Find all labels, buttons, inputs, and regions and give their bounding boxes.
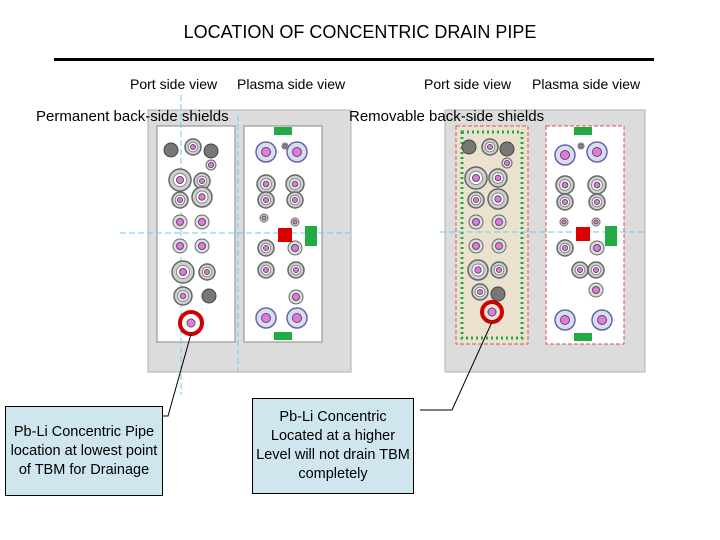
right-side-shield (605, 226, 617, 246)
plasma-port-core (597, 315, 607, 325)
small-port-core (593, 244, 601, 252)
left-port-panel (156, 125, 236, 343)
concentric-port-core (494, 174, 502, 182)
concentric-port-core (189, 143, 197, 151)
left-assembly (120, 95, 352, 395)
concentric-port-core (179, 292, 187, 300)
concentric-port-core (592, 266, 600, 274)
plasma-port-core (261, 147, 271, 157)
concentric-port-core (262, 266, 270, 274)
concentric-port-core (176, 196, 184, 204)
small-port-core (283, 144, 287, 148)
concentric-port-core (262, 196, 270, 204)
blind-port (461, 139, 477, 155)
callout-left-text: Pb-Li Concentric Pipe location at lowest… (10, 423, 158, 478)
callout-left: Pb-Li Concentric Pipe location at lowest… (5, 406, 163, 496)
header-right-plasma-side: Plasma side view (532, 76, 641, 92)
concentric-port-core (593, 181, 601, 189)
concentric-port-core (198, 177, 206, 185)
callout-right-text: Pb-Li Concentric Located at a higher Lev… (256, 409, 410, 482)
blind-port (490, 286, 506, 302)
small-port-core (261, 215, 267, 221)
title-underline (54, 58, 654, 61)
concentric-port-core (561, 181, 569, 189)
left-plasma-features (255, 141, 308, 329)
right-center-block (576, 227, 590, 241)
concentric-port-core (262, 180, 270, 188)
header-left-plasma-side: Plasma side view (237, 76, 346, 92)
concentric-port-core (576, 266, 584, 274)
small-port-core (292, 293, 300, 301)
callout-right: Pb-Li Concentric Located at a higher Lev… (252, 398, 414, 494)
left-center-block (278, 228, 292, 242)
small-port-core (176, 242, 184, 250)
concentric-port-core (203, 268, 211, 276)
small-port-core (495, 242, 503, 250)
right-plasma-features (554, 141, 613, 331)
concentric-port-core (494, 195, 502, 203)
concentric-port-core (593, 198, 601, 206)
small-port-core (292, 219, 298, 225)
concentric-port-core (471, 173, 481, 183)
blind-port (499, 141, 515, 157)
left-top-shield (274, 127, 292, 135)
concentric-port-core (262, 244, 270, 252)
plasma-port-core (592, 147, 602, 157)
small-port-core (561, 219, 567, 225)
small-port-core (592, 286, 600, 294)
plasma-port-core (292, 147, 302, 157)
label-permanent-shields: Permanent back-side shields (36, 108, 229, 125)
small-port-core (593, 219, 599, 225)
plasma-port-core (292, 313, 302, 323)
left-drain-pipe (186, 318, 196, 328)
concentric-port-core (561, 198, 569, 206)
small-port-core (198, 242, 206, 250)
right-bottom-shield (574, 333, 592, 341)
small-port-core (472, 218, 480, 226)
label-removable-shields: Removable back-side shields (349, 108, 545, 125)
small-port-core (176, 218, 184, 226)
small-port-core (472, 242, 480, 250)
small-port-core (504, 160, 510, 166)
right-assembly (440, 109, 646, 373)
right-leader-line (420, 321, 493, 411)
blind-port (203, 143, 219, 159)
concentric-port-core (474, 266, 482, 274)
concentric-port-core (486, 143, 494, 151)
right-port-features (461, 138, 515, 302)
left-bottom-shield (274, 332, 292, 340)
concentric-port-core (472, 196, 480, 204)
concentric-port-core (495, 266, 503, 274)
small-port-core (579, 144, 583, 148)
small-port-core (495, 218, 503, 226)
small-port-core (291, 244, 299, 252)
concentric-port-core (292, 266, 300, 274)
concentric-port-core (476, 288, 484, 296)
concentric-port-core (291, 196, 299, 204)
blind-port (201, 288, 217, 304)
concentric-port-core (178, 267, 188, 277)
concentric-port-core (291, 180, 299, 188)
page-title: LOCATION OF CONCENTRIC DRAIN PIPE (183, 22, 537, 42)
right-removable-shield (460, 130, 524, 340)
small-port-core (208, 162, 214, 168)
plasma-port-core (261, 313, 271, 323)
plasma-port-core (560, 150, 570, 160)
header-left-port-side: Port side view (130, 76, 218, 92)
small-port-core (198, 218, 206, 226)
concentric-port-core (561, 244, 569, 252)
blind-port (163, 142, 179, 158)
right-top-shield (574, 127, 592, 135)
concentric-port-core (175, 175, 185, 185)
right-drain-pipe (487, 307, 497, 317)
left-side-shield (305, 226, 317, 246)
plasma-port-core (560, 315, 570, 325)
concentric-port-core (198, 193, 206, 201)
header-right-port-side: Port side view (424, 76, 512, 92)
left-port-features (163, 138, 219, 306)
